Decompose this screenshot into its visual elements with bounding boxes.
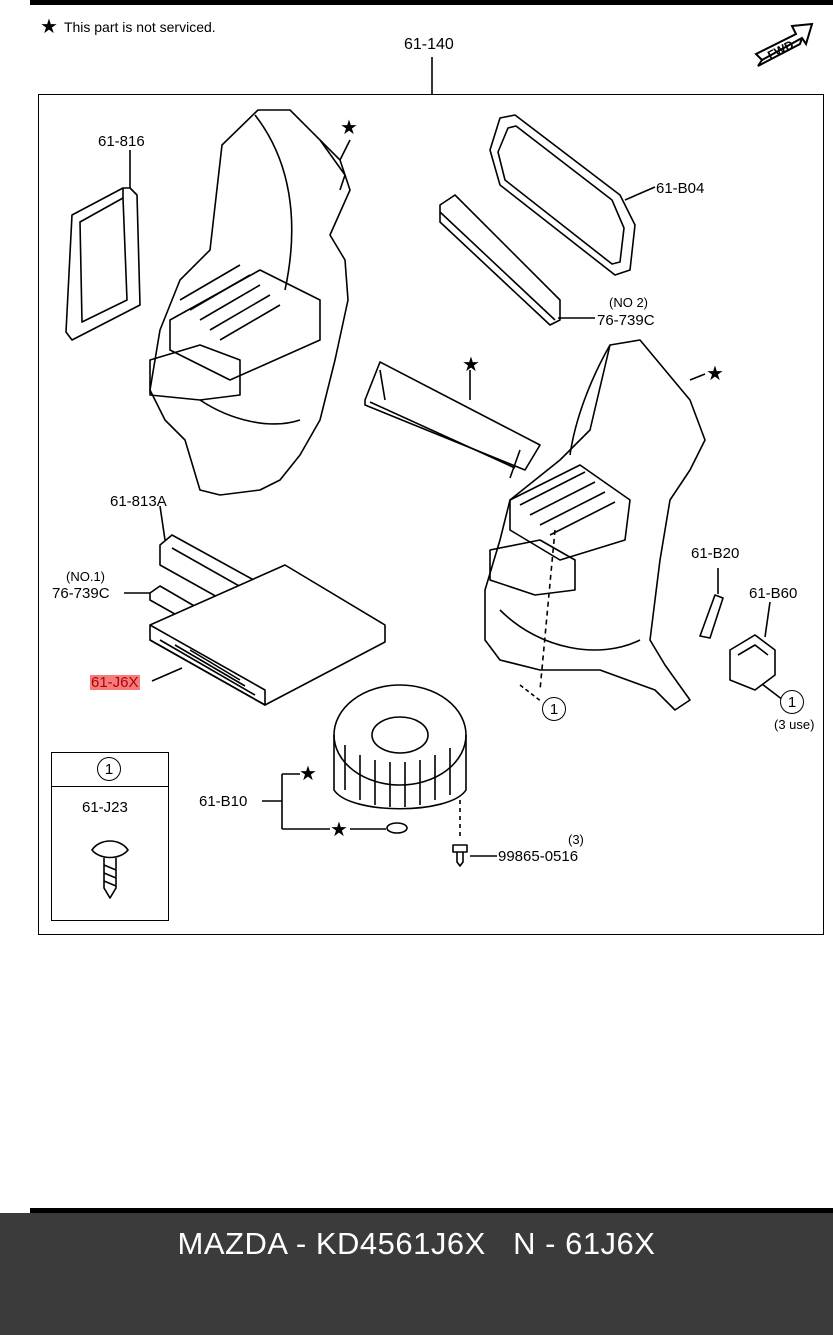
label-61-b20: 61-B20 [691,545,740,562]
blower-case-right [484,339,706,711]
part-61-b04 [489,114,656,276]
star-marker: ★ [462,354,480,376]
not-serviced-note: ★ This part is not serviced. [40,17,216,37]
part-61-b20 [699,568,724,639]
legend-box: 1 61-J23 [51,752,169,921]
middle-frame [364,361,541,479]
screw-99865-0516 [452,844,497,867]
star-marker: ★ [330,819,348,841]
label-61-b10: 61-B10 [199,793,248,810]
top-rule [30,0,833,5]
part-number-caption: MAZDA - KD4561J6X N - 61J6X [177,1226,656,1261]
label-76-739c-no1: 76-739C [52,585,110,602]
star-icon: ★ [40,16,58,38]
label-61-j6x-highlighted: 61-J6X [90,674,140,691]
callout-1: 1 [780,690,804,714]
blower-case-upper [149,109,351,496]
label-screw-part: 99865-0516 [498,848,579,865]
note-text: This part is not serviced. [63,19,216,35]
label-screw-qty: (3) [568,832,584,847]
callout-1: 1 [542,697,566,721]
label-76-739c-no2-qty: (NO 2) [609,295,648,310]
star-marker: ★ [340,117,358,139]
legend-divider [52,786,168,787]
label-61-816: 61-816 [98,133,145,150]
label-61-b60: 61-B60 [749,585,798,602]
footer-rule [30,1208,833,1213]
assembly-label: 61-140 [404,36,454,53]
part-61-b10 [262,684,467,840]
label-61-813a: 61-813A [110,493,167,510]
footer-bar [0,1213,833,1335]
label-61-b04: 61-B04 [656,180,705,197]
part-76-739c-no2 [439,194,595,326]
diagram-frame [38,94,824,935]
part-61-b60 [729,601,784,701]
label-76-739c-no1-qty: (NO.1) [66,569,105,584]
legend-screw-icon [91,840,129,899]
fwd-arrow-icon: FWD [754,22,814,67]
label-76-739c-no2: 76-739C [597,312,655,329]
label-use-count: (3 use) [774,717,815,732]
legend-callout-1: 1 [97,757,121,781]
part-61-j6x [149,564,386,706]
exploded-view-drawing [65,57,784,899]
part-61-816 [65,150,141,341]
star-marker: ★ [299,763,317,785]
star-marker: ★ [706,363,724,385]
legend-part-label: 61-J23 [82,799,128,816]
